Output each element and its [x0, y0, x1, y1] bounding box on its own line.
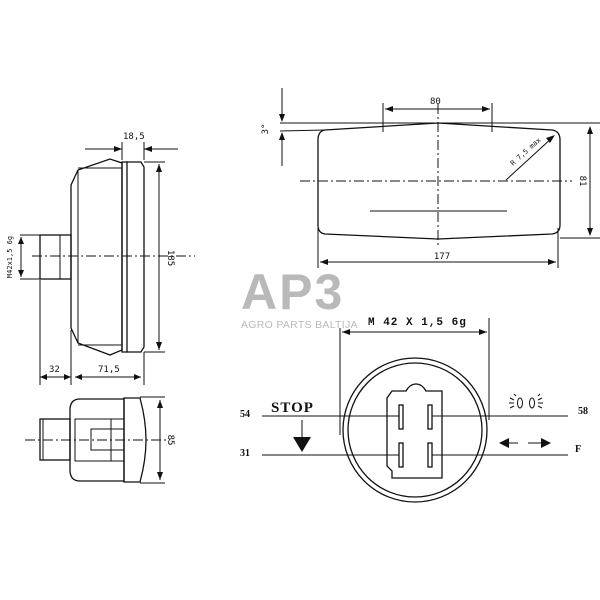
- side-view: 18,5 185 M42x1,5 6g 32 71,5: [6, 132, 195, 385]
- stop-label: STOP: [271, 400, 314, 416]
- position-light-icon: [509, 393, 543, 409]
- pin-58: [427, 404, 433, 430]
- pin-label-58: 58: [578, 406, 588, 417]
- dim-bottom-height: 85: [165, 435, 175, 446]
- dim-front-width: 177: [434, 252, 450, 262]
- logo-text: AP3: [241, 264, 344, 320]
- bottom-view: 85: [25, 396, 175, 484]
- dim-front-height: 81: [577, 176, 587, 187]
- dim-top-width: 80: [430, 97, 441, 107]
- front-view: 3° 80 R 7,5 max 81 177: [261, 88, 600, 268]
- pin-f: [427, 442, 433, 468]
- connector-view: M 42 X 1,5 6g 54 31 58 F STOP: [240, 317, 588, 503]
- dim-body-depth: 71,5: [98, 365, 120, 375]
- dim-angle: 3°: [261, 124, 271, 135]
- dim-height: 185: [165, 250, 175, 266]
- dim-thread: M42x1,5 6g: [6, 236, 14, 278]
- turn-indicator-icon: [499, 438, 551, 448]
- pin-31: [398, 442, 404, 468]
- pin-label-54: 54: [240, 409, 250, 420]
- pin-label-31: 31: [240, 448, 250, 459]
- thread-label: M 42 X 1,5 6g: [368, 317, 467, 329]
- watermark-logo: AP3 AGRO PARTS BALTIJA: [241, 264, 358, 331]
- dim-thread-length: 32: [49, 365, 60, 375]
- logo-tagline: AGRO PARTS BALTIJA: [241, 319, 358, 331]
- stop-arrow-icon: [293, 420, 311, 452]
- dim-flange-width: 18,5: [123, 132, 145, 142]
- pin-label-f: F: [575, 444, 581, 455]
- pin-54: [398, 404, 404, 430]
